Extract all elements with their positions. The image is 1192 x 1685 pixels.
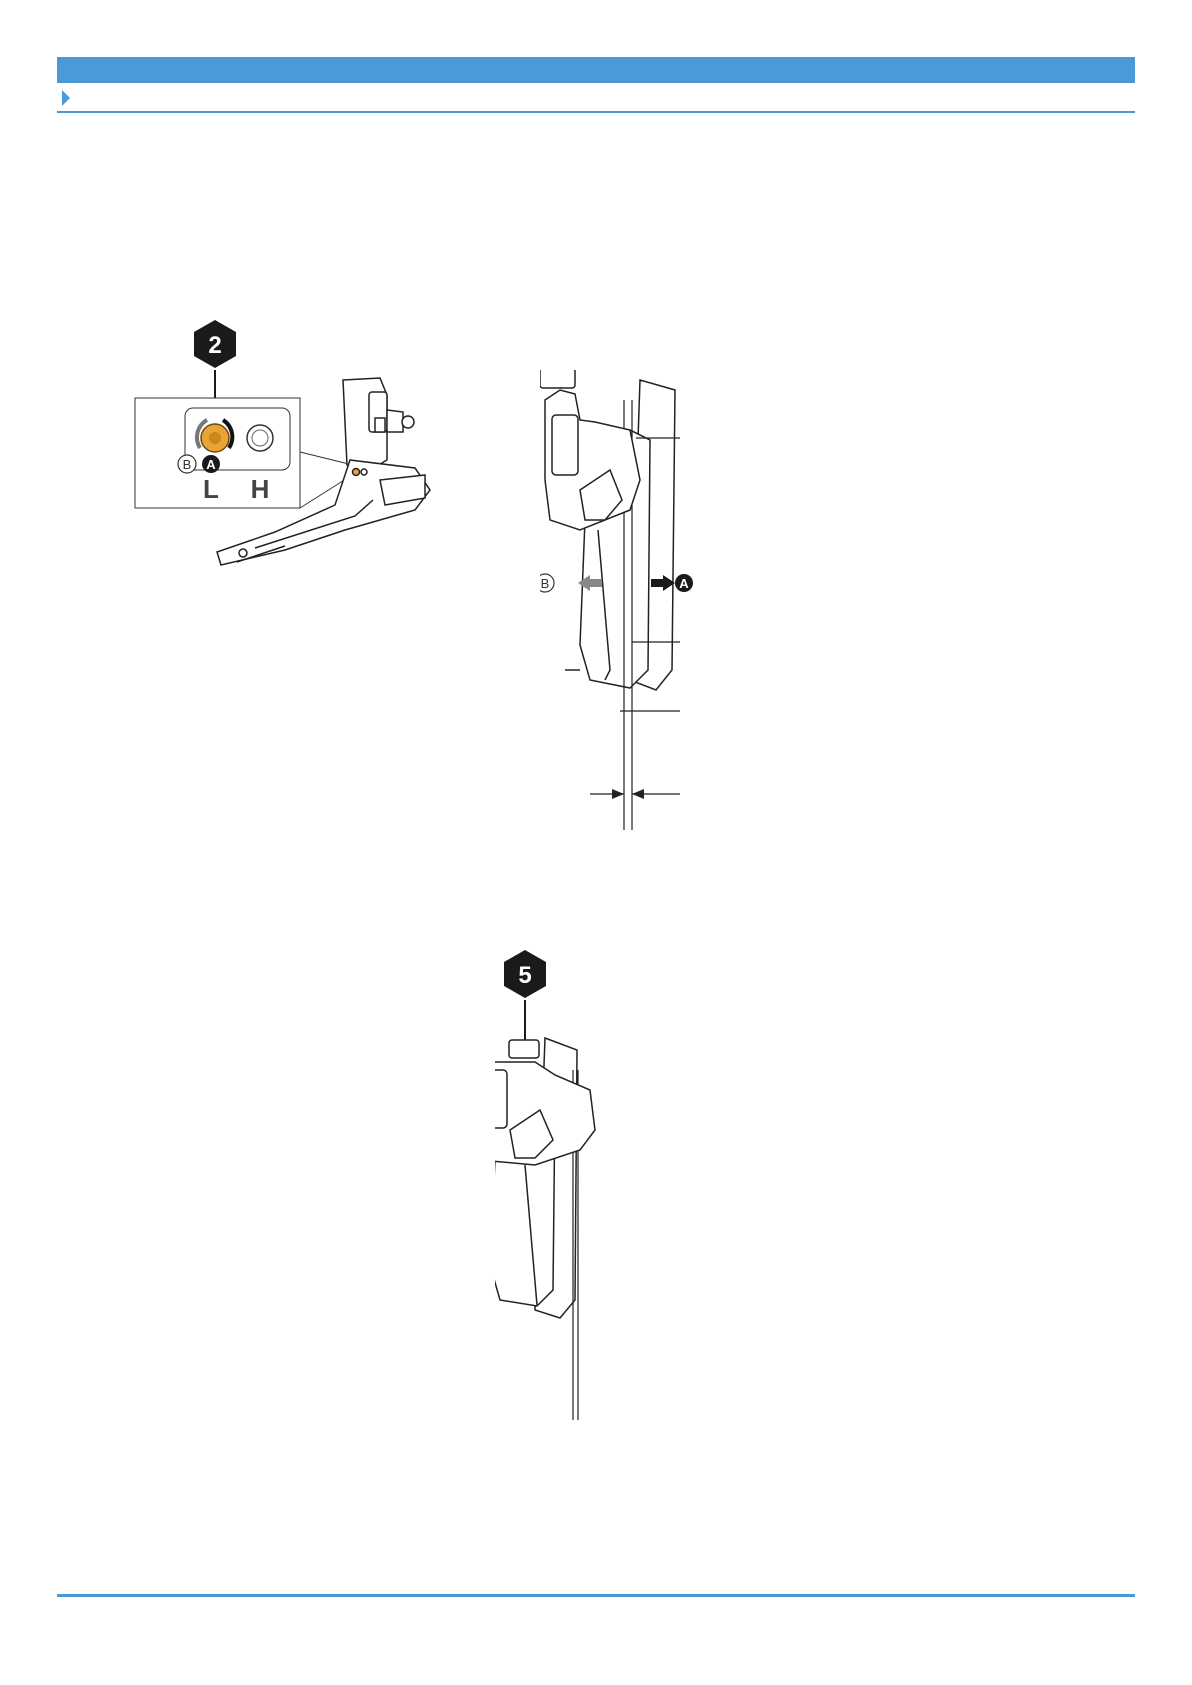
step-badge-number-2: 5 [518,962,531,989]
step-badge-number: 2 [208,332,221,359]
derailleur-side-view [540,370,675,830]
limit-screw-inset: B A L H [135,398,357,508]
figure-clearance-adjust: B A [540,370,750,830]
section-arrow-icon [62,90,70,106]
screw-h-label: H [251,474,270,504]
step-badge: 5 [504,950,546,998]
step-badge: 2 [194,320,236,368]
header-rule [57,111,1135,113]
direction-b-label: B [183,457,192,472]
footer-rule [57,1594,1135,1597]
figure-limit-screw: 2 B A L H [125,320,485,590]
derailleur-side-view-2 [495,1038,595,1420]
direction-a-label: A [206,457,216,472]
direction-a-label-2: A [679,576,689,591]
screw-l-label: L [203,474,219,504]
direction-b-label-2: B [541,576,550,591]
section-header-bar [57,57,1135,83]
figure-cable-bolt: 5 [495,950,655,1430]
